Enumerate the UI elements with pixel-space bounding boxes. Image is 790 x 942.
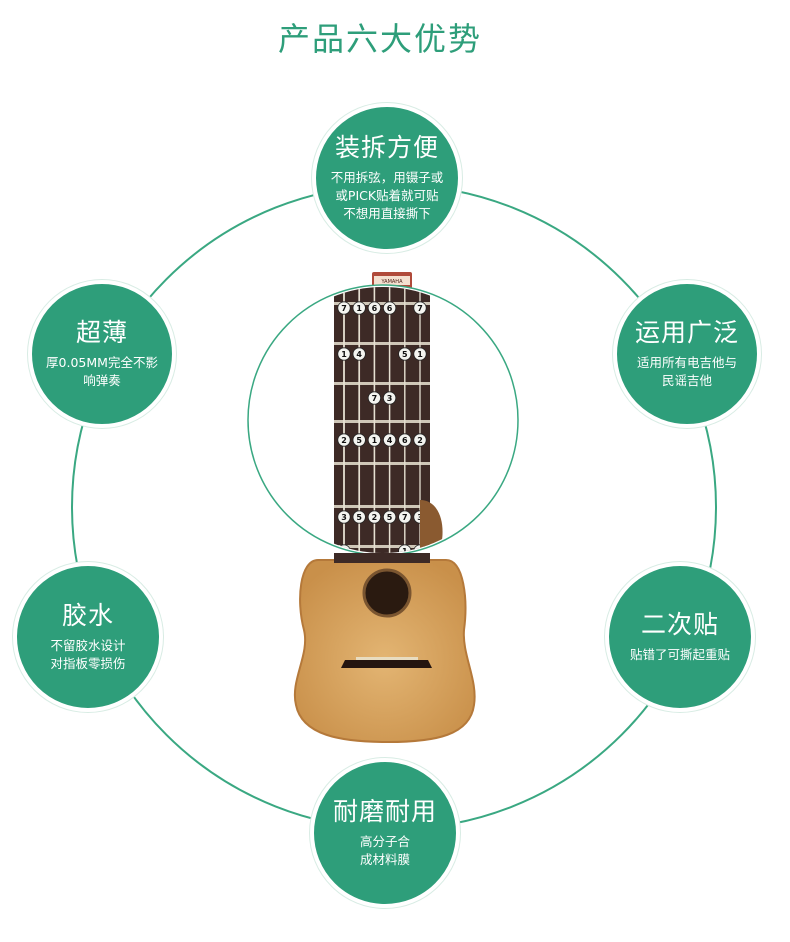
note-label: 7	[417, 304, 423, 313]
fretboard: 71667145173251462352573114	[334, 287, 430, 556]
fret-wire	[334, 545, 430, 548]
note-label: 4	[387, 436, 393, 445]
fret-wire	[334, 420, 430, 423]
note-sticker	[367, 433, 381, 447]
page-title: 产品六大优势	[277, 20, 482, 58]
fret-wire	[334, 342, 430, 345]
note-label: 7	[372, 394, 378, 403]
note-label: 1	[341, 350, 347, 359]
note-sticker	[382, 301, 397, 315]
note-label: 3	[341, 513, 347, 522]
feature-description: 不留胶水设计 对指板零损伤	[50, 637, 126, 671]
fret-wire	[334, 505, 430, 508]
note-label: 7	[341, 304, 347, 313]
note-sticker	[367, 510, 381, 524]
feature-heading: 运用广泛	[634, 317, 739, 347]
feature-description: 高分子合 成材料膜	[359, 833, 410, 867]
note-sticker	[367, 301, 381, 315]
note-label: 5	[387, 513, 393, 522]
feature-heading: 耐磨耐用	[332, 796, 437, 826]
feature-heading: 装拆方便	[334, 132, 439, 162]
feature-wide-use: 运用广泛 适用所有电吉他与 民谣吉他	[613, 280, 761, 428]
note-label: 2	[341, 436, 347, 445]
feature-description: 贴错了可撕起重贴	[629, 646, 730, 662]
note-sticker	[337, 433, 351, 447]
note-label: 4	[356, 350, 362, 359]
feature-ultra-thin: 超薄 厚0.05MM完全不影 响弹奏	[28, 280, 176, 428]
note-sticker	[352, 301, 366, 315]
note-sticker	[337, 301, 351, 315]
note-label: 5	[402, 350, 408, 359]
note-label: 2	[372, 513, 378, 522]
feature-description: 不用拆弦，用镊子或 或PICK贴着就可贴 不想用直接撕下	[330, 169, 444, 222]
note-label: 6	[402, 436, 408, 445]
note-label: 1	[402, 547, 408, 556]
feature-heading: 胶水	[61, 600, 114, 630]
brand-logo: YAMAHA	[380, 279, 403, 285]
note-sticker	[352, 433, 366, 447]
note-sticker	[337, 347, 351, 361]
fret-wire	[334, 462, 430, 465]
note-label: 2	[417, 436, 423, 445]
feature-description: 厚0.05MM完全不影 响弹奏	[46, 354, 158, 388]
note-label: 6	[387, 304, 393, 313]
note-sticker	[398, 347, 412, 361]
sound-hole	[362, 568, 412, 618]
note-sticker	[398, 510, 412, 524]
note-sticker	[352, 510, 366, 524]
note-sticker	[382, 433, 397, 447]
note-label: 5	[356, 513, 362, 522]
bridge	[341, 660, 432, 668]
note-label: 3	[387, 394, 393, 403]
note-label: 7	[402, 513, 408, 522]
note-label: 6	[372, 304, 378, 313]
feature-heading: 超薄	[75, 317, 128, 347]
note-sticker	[413, 347, 427, 361]
note-label: 1	[372, 436, 378, 445]
note-sticker	[413, 301, 427, 315]
note-sticker	[352, 347, 366, 361]
note-sticker	[398, 433, 412, 447]
note-sticker	[382, 391, 397, 405]
feature-glue: 胶水 不留胶水设计 对指板零损伤	[13, 562, 163, 712]
feature-heading: 二次贴	[640, 609, 719, 639]
fret-wire	[334, 382, 430, 385]
feature-easy-install: 装拆方便 不用拆弦，用镊子或 或PICK贴着就可贴 不想用直接撕下	[312, 103, 462, 253]
note-label: 1	[417, 350, 423, 359]
note-sticker	[382, 510, 397, 524]
feature-durable: 耐磨耐用 高分子合 成材料膜	[310, 758, 460, 908]
note-label: 1	[356, 304, 362, 313]
note-sticker	[337, 510, 351, 524]
feature-reapply: 二次贴 贴错了可撕起重贴	[605, 562, 755, 712]
guitar-body	[293, 559, 476, 744]
fret-wire	[334, 302, 430, 305]
note-sticker	[413, 433, 427, 447]
note-label: 5	[356, 436, 362, 445]
note-sticker	[367, 391, 381, 405]
feature-description: 适用所有电吉他与 民谣吉他	[636, 354, 737, 388]
